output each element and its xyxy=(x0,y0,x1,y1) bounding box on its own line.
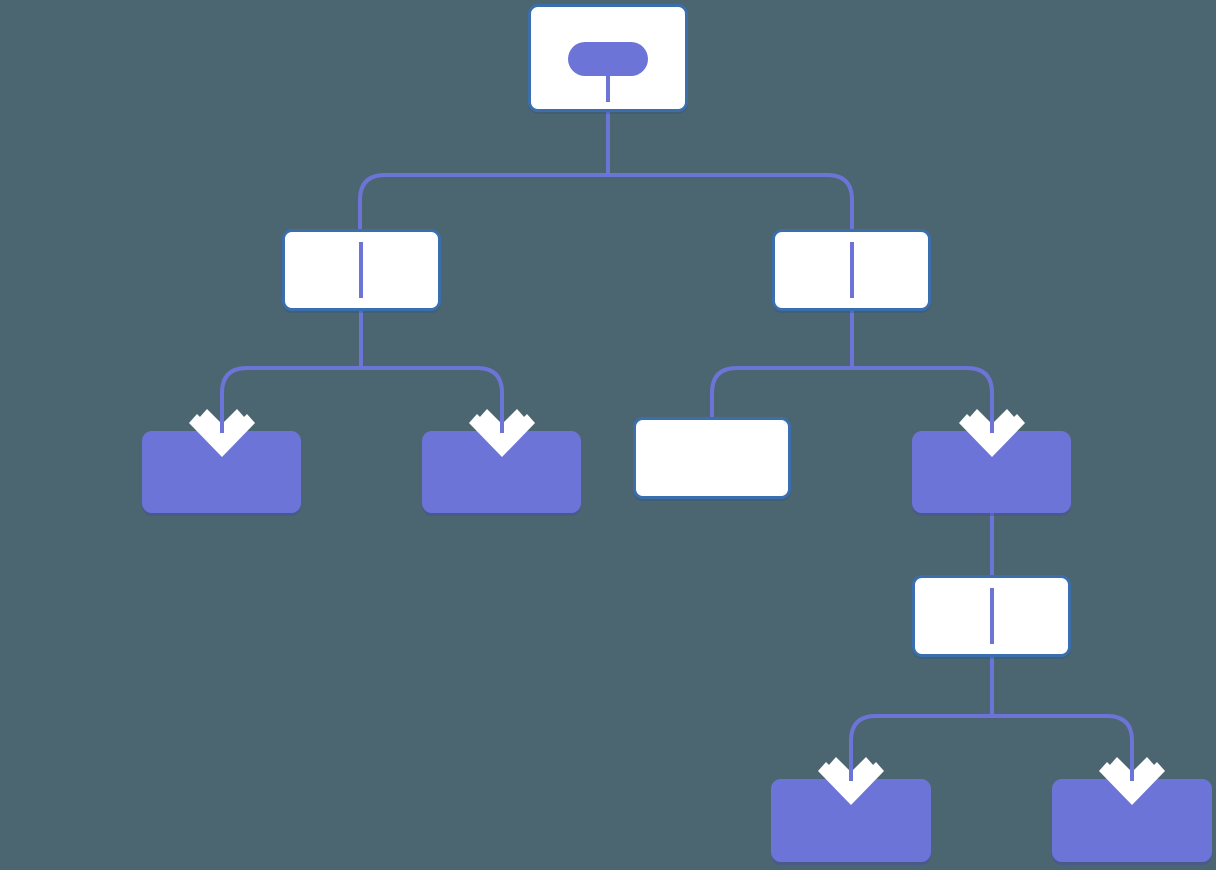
pill-badge xyxy=(568,42,648,76)
node-level3-c[interactable] xyxy=(633,417,791,499)
arrow-glyph-group xyxy=(189,409,1165,805)
chevron-stem-group xyxy=(220,400,1134,781)
